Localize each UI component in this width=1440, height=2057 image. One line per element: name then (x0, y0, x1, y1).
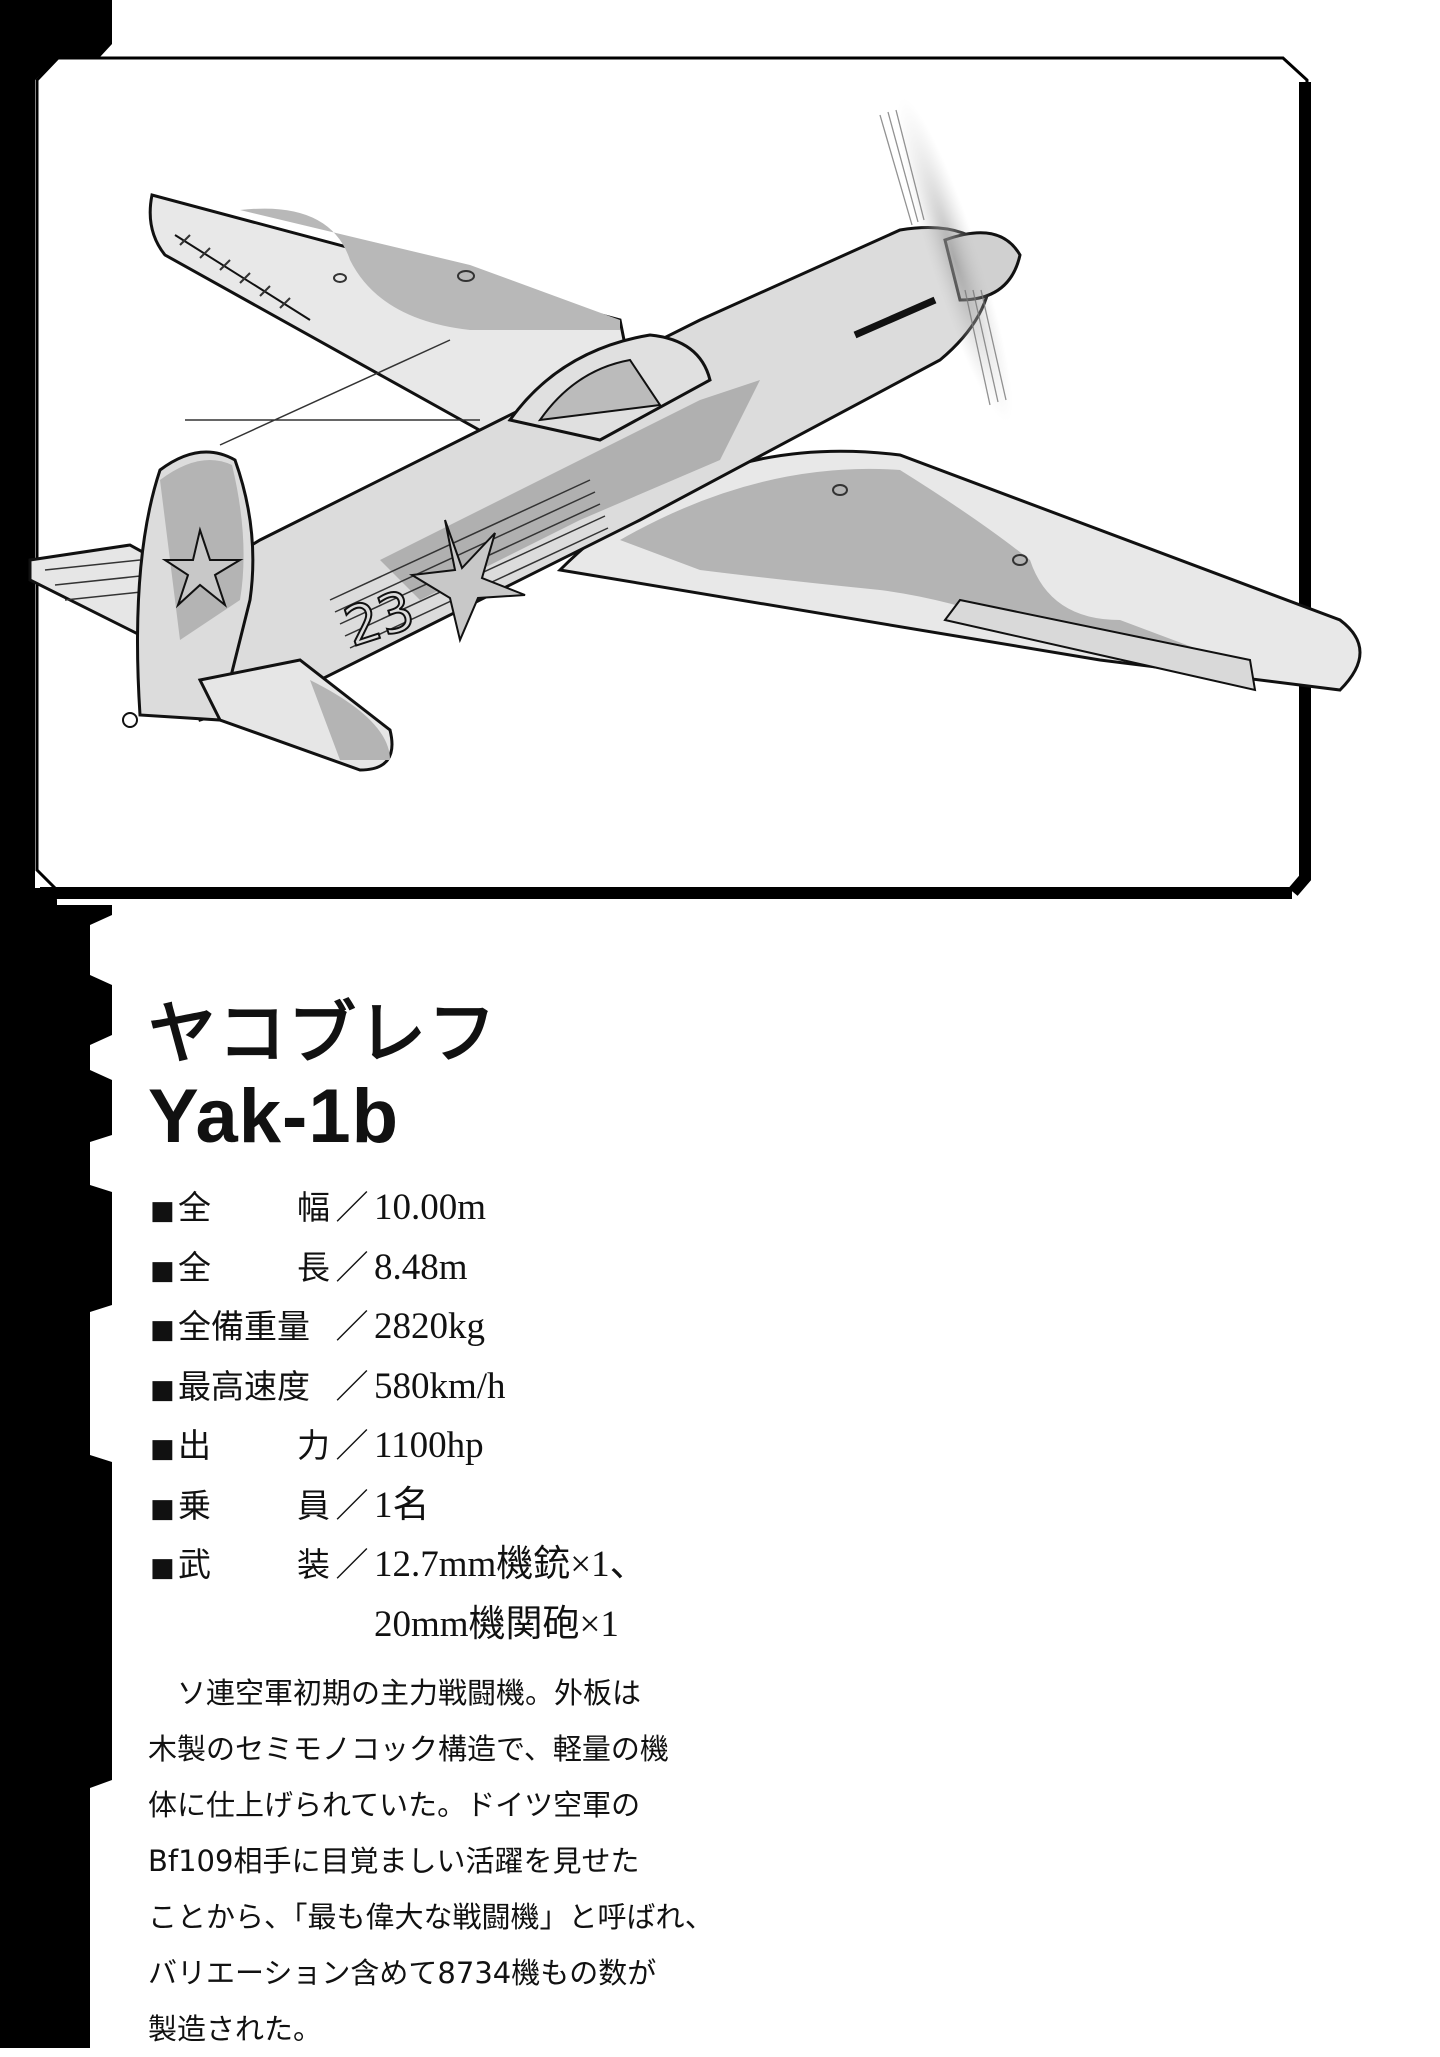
spec-label: 全幅 (178, 1188, 330, 1227)
description-line: 木製のセミモノコック構造で、軽量の機 (148, 1732, 669, 1766)
red-star-insignia (408, 519, 526, 644)
separator: ／ (335, 1545, 369, 1584)
aircraft-name-japanese: ヤコブレフ (148, 995, 499, 1074)
description-line: ソ連空軍初期の主力戦闘機。外板は (148, 1676, 642, 1710)
spec-row-wingspan: ■ 全幅 ／ 10.00m (150, 1180, 647, 1240)
tail-section (28, 339, 480, 772)
description-line: ことから、「最も偉大な戦闘機」と呼ばれ、 (148, 1900, 714, 1934)
spec-value: 20mm機関砲×1 (374, 1603, 619, 1645)
spec-value: 580km/h (374, 1365, 506, 1407)
spec-row-armament-continued: 20mm機関砲×1 (150, 1597, 647, 1654)
spec-row-power: ■ 出力 ／ 1100hp (150, 1418, 647, 1478)
spec-label: 武装 (178, 1545, 330, 1584)
spec-row-max-speed: ■ 最高速度 ／ 580km/h (150, 1359, 647, 1419)
spec-row-armament: ■ 武装 ／ 12.7mm機銃×1、 (150, 1537, 647, 1597)
square-bullet-icon: ■ (150, 1255, 175, 1286)
square-bullet-icon: ■ (150, 1315, 175, 1345)
spec-label: 最高速度 (178, 1366, 310, 1406)
description-line: Bf109相手に目覚ましい活躍を見せた (148, 1844, 640, 1878)
spec-list: ■ 全幅 ／ 10.00m ■ 全長 ／ 8.48m ■ 全備重量 ／ 2820… (150, 1180, 647, 1653)
separator: ／ (335, 1307, 369, 1346)
separator: ／ (335, 1247, 369, 1287)
description-line: 製造された。 (148, 2012, 323, 2046)
description-line: バリエーション含めて8734機もの数が (148, 1956, 657, 1990)
spec-label: 乗員 (178, 1485, 330, 1525)
spec-row-crew: ■ 乗員 ／ 1名 (150, 1478, 647, 1538)
spec-row-gross-weight: ■ 全備重量 ／ 2820kg (150, 1299, 647, 1359)
spec-label: 全備重量 (178, 1307, 310, 1346)
spec-value: 10.00m (374, 1187, 487, 1228)
description-line: 体に仕上げられていた。ドイツ空軍の (148, 1788, 641, 1822)
spec-value: 2820kg (374, 1306, 485, 1347)
spec-value: 8.48m (374, 1246, 468, 1288)
square-bullet-icon: ■ (150, 1196, 175, 1226)
square-bullet-icon: ■ (150, 1434, 175, 1464)
spec-value: 1100hp (374, 1425, 484, 1466)
square-bullet-icon: ■ (150, 1374, 175, 1405)
spec-label: 出力 (178, 1426, 330, 1465)
description-paragraph: ソ連空軍初期の主力戦闘機。外板は 木製のセミモノコック構造で、軽量の機 体に仕上… (148, 1665, 714, 2057)
spec-label: 全長 (178, 1247, 330, 1287)
separator: ／ (335, 1188, 369, 1227)
separator: ／ (335, 1485, 369, 1525)
right-wing (556, 449, 1362, 692)
separator: ／ (335, 1426, 369, 1465)
spec-row-length: ■ 全長 ／ 8.48m (150, 1240, 647, 1300)
spec-value: 1名 (374, 1484, 430, 1526)
propeller (879, 98, 1013, 422)
aircraft-illustration: 23 (28, 98, 1362, 772)
square-bullet-icon: ■ (150, 1553, 175, 1583)
square-bullet-icon: ■ (150, 1493, 175, 1524)
separator: ／ (335, 1366, 369, 1406)
aircraft-name-english: Yak-1b (148, 1074, 400, 1159)
spec-value: 12.7mm機銃×1、 (374, 1544, 647, 1585)
